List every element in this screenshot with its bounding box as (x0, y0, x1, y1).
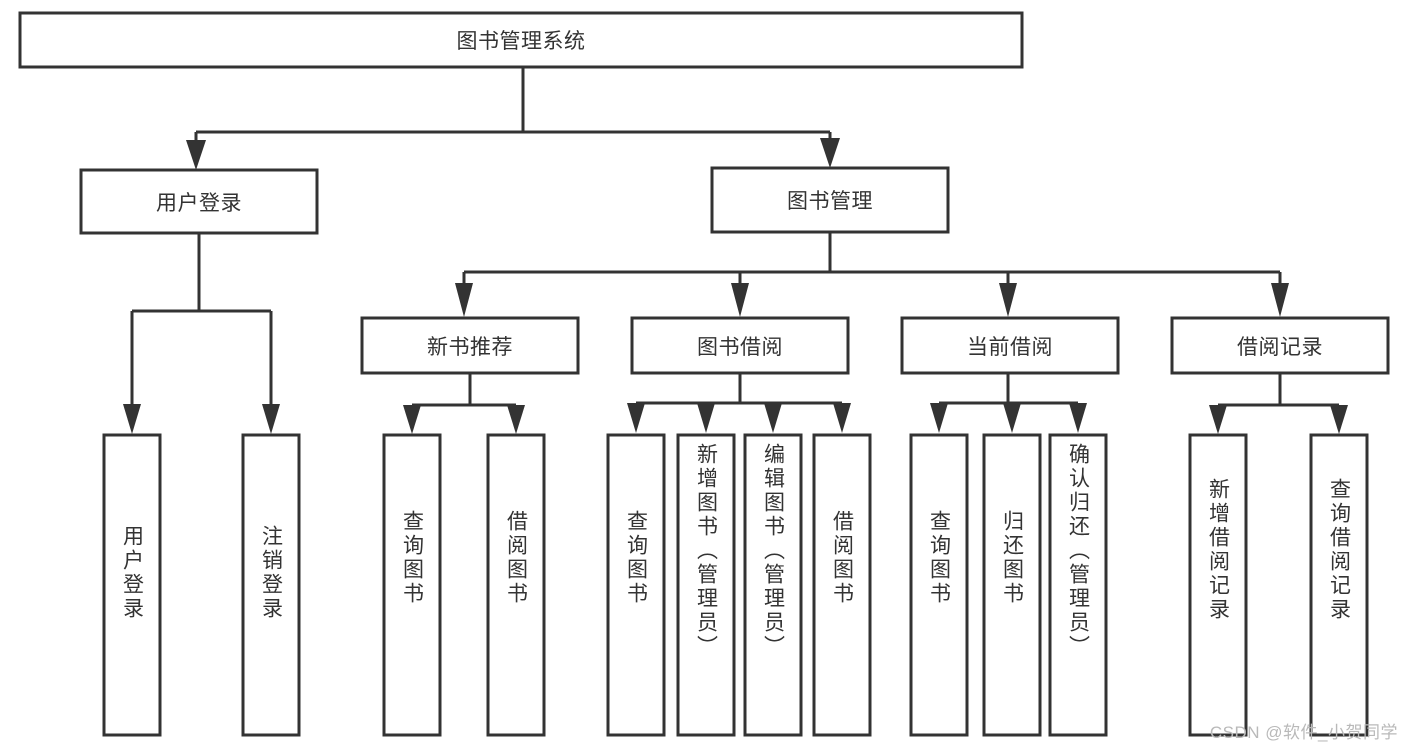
node-box-book-borrow[interactable] (630, 316, 850, 375)
connector-group-current-borrow (930, 373, 1087, 433)
node-box-borrow-record[interactable] (1170, 316, 1390, 375)
arrow-head-leaf-query-book-2 (627, 403, 645, 433)
connector-group-borrow-record (1209, 373, 1348, 434)
arrow-head-leaf-edit-book (764, 403, 782, 433)
arrow-head-leaf-borrow-book-2 (833, 403, 851, 433)
node-box-leaf-borrow-book-2[interactable] (812, 433, 872, 737)
csdn-watermark: CSDN @软件_小贺同学 (1209, 723, 1398, 742)
arrow-head-user-login (186, 140, 206, 170)
node-box-leaf-confirm-return[interactable] (1048, 433, 1108, 737)
connector-group-book-management (455, 232, 1289, 317)
node-box-new-book-rec[interactable] (360, 316, 580, 375)
node-box-leaf-add-book[interactable] (676, 433, 736, 737)
arrow-head-leaf-return-book (1003, 403, 1021, 433)
node-box-leaf-borrow-book-1[interactable] (486, 433, 546, 737)
arrow-head-book-borrow (731, 283, 749, 317)
arrow-head-leaf-query-book-1 (403, 405, 421, 434)
node-box-leaf-query-book-3[interactable] (909, 433, 969, 737)
arrow-head-new-book-rec (455, 283, 473, 317)
node-box-leaf-user-login[interactable] (102, 433, 162, 737)
node-box-book-management[interactable] (710, 166, 950, 234)
connector-group-new-book-rec (403, 373, 525, 434)
arrow-head-leaf-add-record (1209, 405, 1227, 434)
arrow-head-current-borrow (999, 283, 1017, 317)
node-box-user-login[interactable] (79, 168, 319, 235)
node-box-leaf-query-book-2[interactable] (606, 433, 666, 737)
node-box-root[interactable] (18, 11, 1024, 69)
node-box-leaf-return-book[interactable] (982, 433, 1042, 737)
arrow-head-book-management (820, 138, 840, 168)
connector-group-book-borrow (627, 373, 851, 433)
node-box-leaf-query-book-1[interactable] (382, 433, 442, 737)
connector-group-user-login (123, 233, 280, 434)
arrow-head-leaf-add-book (697, 403, 715, 433)
arrow-head-leaf-query-book-3 (930, 403, 948, 433)
arrow-head-leaf-confirm-return (1069, 403, 1087, 433)
node-box-leaf-add-record[interactable] (1188, 433, 1248, 737)
node-box-current-borrow[interactable] (900, 316, 1120, 375)
node-box-leaf-edit-book[interactable] (743, 433, 803, 737)
node-box-leaf-logout[interactable] (241, 433, 301, 737)
connector-group-root (186, 67, 840, 170)
arrow-head-leaf-borrow-book-1 (507, 405, 525, 434)
arrow-head-leaf-user-login (123, 404, 141, 434)
arrow-head-leaf-query-record (1330, 405, 1348, 434)
arrow-head-borrow-record (1271, 283, 1289, 317)
node-box-leaf-query-record[interactable] (1309, 433, 1369, 737)
arrow-head-leaf-logout (262, 404, 280, 434)
